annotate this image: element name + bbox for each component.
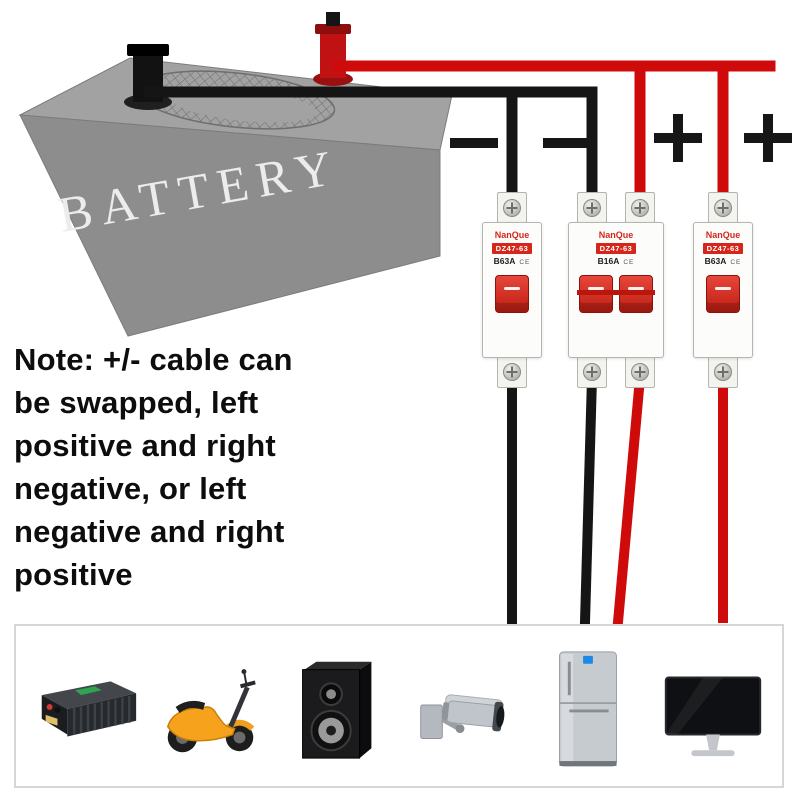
ce-mark: CE [730,259,742,266]
breaker-rating: B16A [597,256,620,266]
breaker-switch [706,275,740,313]
breaker1-bottom-terminal [497,356,527,388]
negative-output-cables [507,372,598,628]
breaker2-bottom-terminal-right [625,356,655,388]
breaker-model: DZ47-63 [491,243,533,254]
breaker-brand: NanQue [494,230,530,240]
note-text: Note: +/- cable can be swapped, left pos… [14,342,293,592]
breaker-switch [495,275,529,313]
screw-icon [714,199,732,217]
positive-output-cables [612,372,728,628]
ce-mark: CE [623,259,635,266]
product-power-inverter-image [41,681,137,737]
breaker-model: DZ47-63 [595,243,637,254]
screw-icon [631,199,649,217]
switch-bridge [577,290,655,295]
circuit-breaker-2: NanQue DZ47-63 B16A CE [568,192,664,388]
battery-positive-terminal [313,12,353,86]
breaker3-bottom-terminal [708,356,738,388]
plus-symbol-1 [654,114,702,162]
breaker2-bottom-terminal-left [577,356,607,388]
product-refrigerator-image [559,651,618,767]
screw-icon [583,363,601,381]
breaker2-top-terminal-right [625,192,655,224]
minus-symbol-1 [450,138,498,148]
breaker-rating: B63A [493,256,516,266]
circuit-breaker-3: NanQue DZ47-63 B63A CE [693,192,753,388]
breaker-brand: NanQue [705,230,741,240]
breaker1-top-terminal [497,192,527,224]
product-monitor-image [664,676,762,757]
screw-icon [503,199,521,217]
circuit-breaker-1: NanQue DZ47-63 B63A CE [482,192,542,388]
minus-symbol-2 [543,138,591,148]
breaker3-top-terminal [708,192,738,224]
battery-illustration: BATTERY [18,12,453,337]
breaker-rating: B63A [704,256,727,266]
plus-symbol-2 [744,114,792,162]
screw-icon [583,199,601,217]
product-cctv-camera-image [419,694,505,739]
product-electric-scooter-image [166,669,256,753]
breaker-brand: NanQue [598,230,634,240]
screw-icon [503,363,521,381]
screw-icon [714,363,732,381]
product-speaker-image [302,661,372,759]
breaker2-top-terminal-left [577,192,607,224]
products-strip [14,624,784,788]
breaker-model: DZ47-63 [702,243,744,254]
screw-icon [631,363,649,381]
ce-mark: CE [519,259,531,266]
